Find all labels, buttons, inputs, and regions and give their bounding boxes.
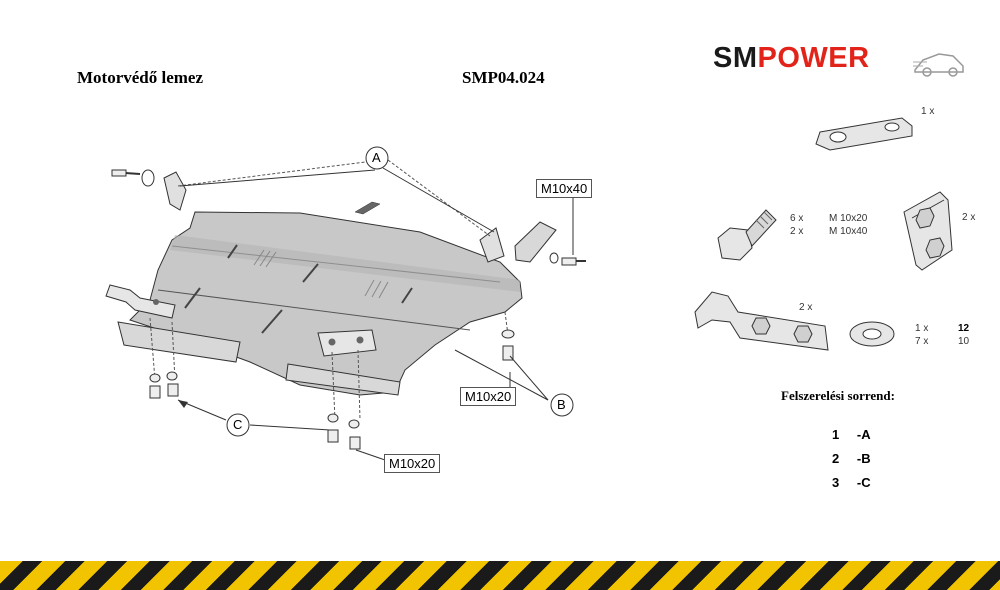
- washer-icon: [849, 321, 895, 347]
- installation-steps: 1 -A 2 -B 3 -C: [832, 427, 871, 499]
- bolt-qty-1: 6 x: [790, 213, 804, 224]
- page-title: Motorvédő lemez: [77, 68, 204, 87]
- callout-a: A: [372, 150, 381, 165]
- installation-step: 2 -B: [832, 451, 871, 475]
- strap-qty: 2 x: [799, 302, 813, 313]
- bolt-icon: [717, 209, 777, 261]
- nut-bracket-qty: 2 x: [962, 212, 976, 223]
- callout-a-circle: [365, 146, 389, 170]
- hazard-stripe-footer: [0, 561, 1000, 590]
- step-code: -A: [856, 427, 871, 442]
- callout-c: C: [233, 417, 243, 432]
- step-number: 2: [832, 451, 840, 466]
- bolt-label-m10x40: M10x40: [536, 179, 593, 198]
- step-code: -B: [856, 451, 871, 466]
- washer-size-2: 10: [958, 336, 970, 347]
- bolt-size-2: M 10x40: [829, 226, 868, 237]
- logo-power-text: POWER: [757, 42, 870, 74]
- callout-c-circle: [226, 413, 250, 437]
- part-number: SMP04.024: [462, 68, 545, 87]
- nut-bracket-icon: [903, 191, 953, 271]
- washer-size-1: 12: [958, 323, 970, 334]
- bolt-label-m10x20-bottom: M10x20: [384, 454, 441, 473]
- step-number: 1: [832, 427, 840, 442]
- callout-b: B: [557, 397, 566, 412]
- bolt-size-1: M 10x20: [829, 213, 868, 224]
- installation-step: 1 -A: [832, 427, 871, 451]
- step-code: -C: [856, 475, 871, 490]
- right-fasteners: [479, 221, 586, 266]
- washer-qty-1: 1 x: [915, 323, 929, 334]
- installation-step: 3 -C: [832, 475, 871, 499]
- exploded-view-diagram: [105, 146, 586, 461]
- smpower-logo: SMPOWER: [713, 42, 964, 82]
- step-number: 3: [832, 475, 840, 490]
- callout-b-circle: [550, 393, 574, 417]
- bolt-label-m10x20-right: M10x20: [460, 387, 517, 406]
- top-left-fasteners: [111, 169, 187, 211]
- strap-icon: [694, 291, 829, 351]
- car-silhouette-icon: [913, 53, 964, 77]
- parts-list-illustrations: [694, 117, 953, 351]
- bolt-qty-2: 2 x: [790, 226, 804, 237]
- installation-order-title: Felszerelési sorrend:: [781, 388, 895, 403]
- washer-qty-2: 7 x: [915, 336, 929, 347]
- plate-qty: 1 x: [921, 106, 935, 117]
- logo-sm-text: SM: [713, 42, 758, 74]
